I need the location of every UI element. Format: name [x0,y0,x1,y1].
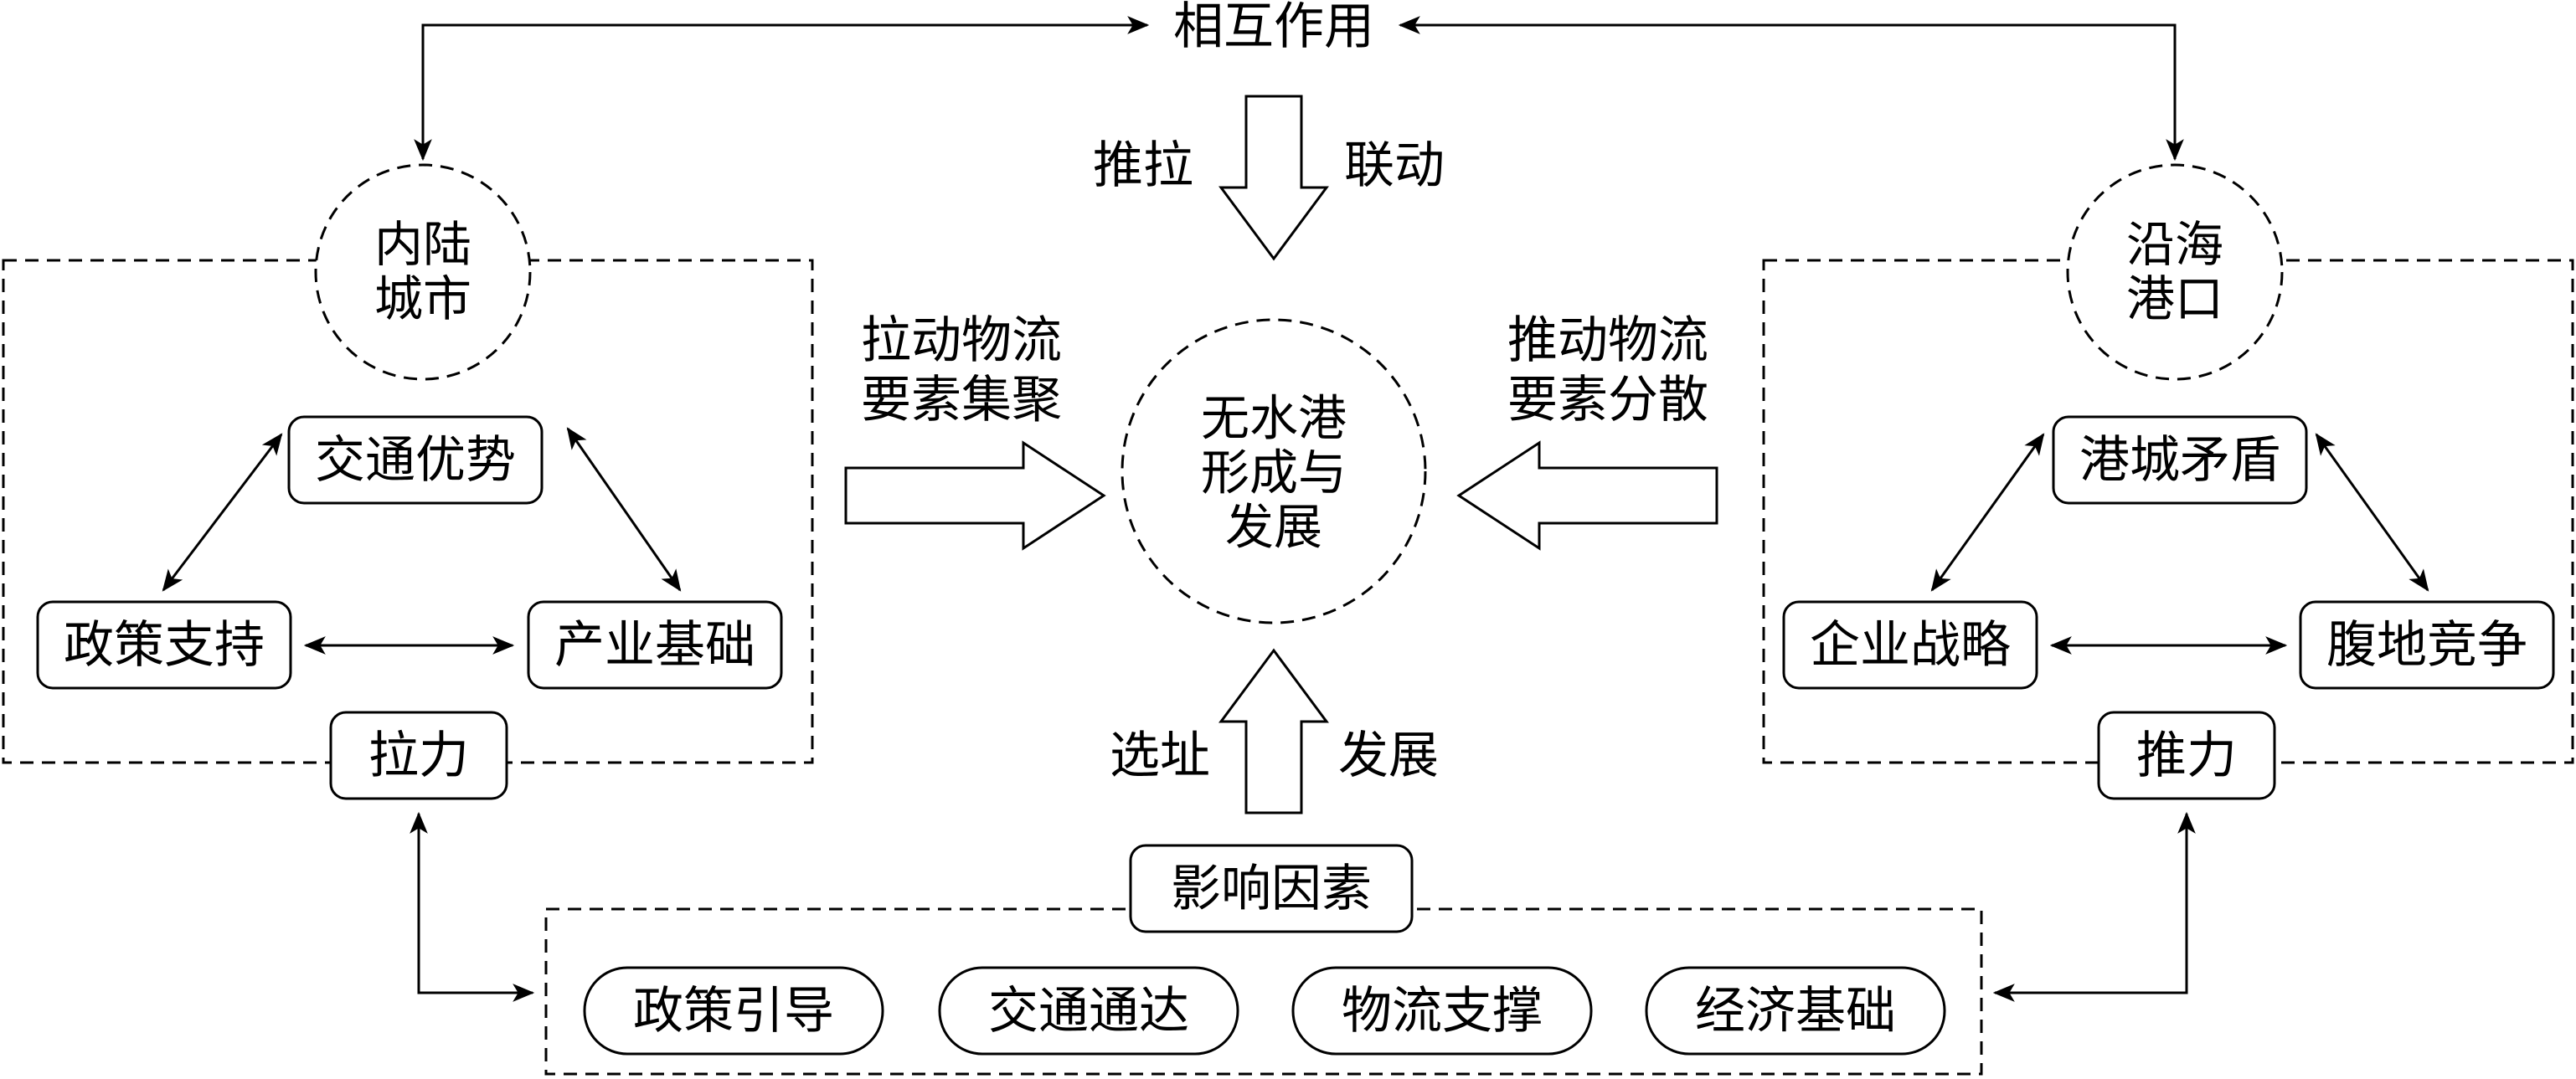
box-industry-base [527,600,783,690]
block-arrow-up [1218,648,1329,814]
coastal-port-label: 沿海 港口 [2125,216,2224,327]
push-logistics-label: 推动物流 要素分散 [1507,311,1708,429]
coastal-port-circle [2066,163,2284,381]
box-influencing-factors [1129,844,1414,933]
hinterland-competition-label: 腹地竞争 [2326,616,2527,675]
box-pull-force [329,711,508,800]
interaction-label: 相互作用 [1173,0,1374,56]
block-arrow-right [844,440,1106,551]
connector-interaction-right [1398,16,2184,162]
influencing-factors-label: 影响因素 [1171,860,1372,918]
policy-guidance-label: 政策引导 [633,982,834,1040]
connector-push-factors [1992,811,2196,1002]
box-hinterland-competition [2299,600,2555,690]
economic-base-label: 经济基础 [1695,982,1896,1040]
arrow-traffic-policy [162,433,283,592]
factors-dashed-frame [544,907,1983,1076]
box-policy-support [36,600,292,690]
pill-economic-base [1645,966,1946,1056]
traffic-access-label: 交通通达 [988,982,1189,1040]
pill-traffic-access [938,966,1239,1056]
connector-pull-factors [410,811,535,1002]
enterprise-strategy-label: 企业战略 [1810,616,2011,675]
pill-logistics-support [1291,966,1593,1056]
inland-city-label: 内陆 城市 [374,216,472,327]
dry-port-label: 无水港 形成与 发展 [1200,389,1347,556]
push-pull-label: 推拉 [1093,136,1193,195]
block-arrow-down [1218,95,1329,261]
policy-support-label: 政策支持 [64,616,265,675]
development-label: 发展 [1338,727,1439,785]
arrow-conflict-hinterland [2315,433,2429,592]
logistics-support-label: 物流支撑 [1342,982,1543,1040]
industry-base-label: 产业基础 [554,616,755,675]
arrow-traffic-industry [566,427,682,592]
box-traffic-advantage [287,415,544,505]
box-port-city-conflict [2052,415,2308,505]
linkage-label: 联动 [1344,136,1445,195]
block-arrow-left [1456,440,1718,551]
box-push-force [2097,711,2276,800]
dry-port-circle [1121,318,1427,624]
site-selection-label: 选址 [1110,727,1210,785]
pill-policy-guidance [583,966,884,1056]
arrow-conflict-strategy [1930,433,2045,592]
box-enterprise-strategy [1782,600,2038,690]
connector-interaction-left [414,16,1150,162]
port-city-conflict-label: 港城矛盾 [2079,431,2280,490]
push-force-label: 推力 [2136,727,2237,785]
traffic-advantage-label: 交通优势 [315,431,516,490]
pull-logistics-label: 拉动物流 要素集聚 [861,311,1062,429]
pull-force-label: 拉力 [368,727,469,785]
inland-city-circle [314,163,532,381]
